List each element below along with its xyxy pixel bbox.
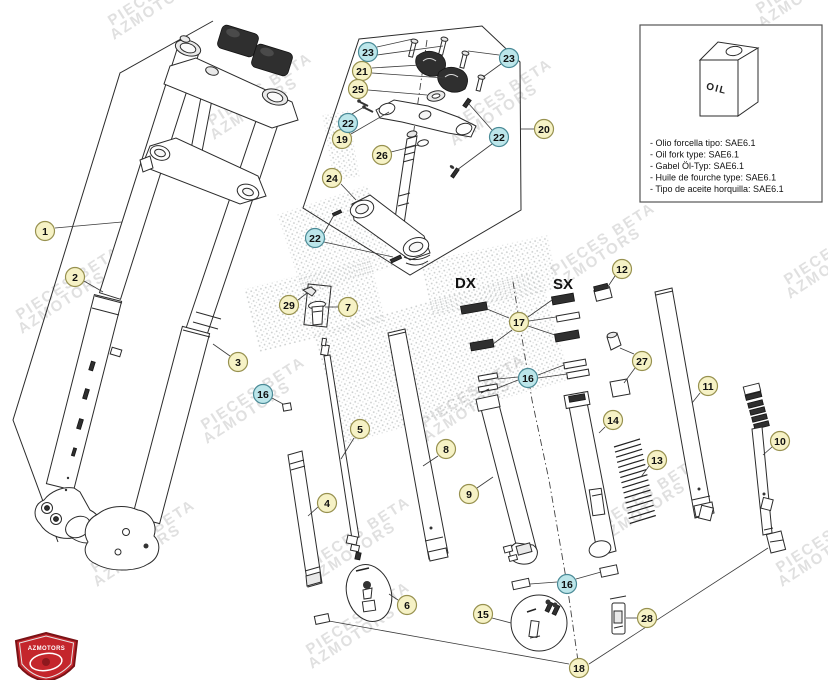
callout-15[interactable]: 15 xyxy=(472,603,494,625)
callout-number: 23 xyxy=(362,47,374,59)
callout-22[interactable]: 22 xyxy=(488,126,510,148)
callout-number: 26 xyxy=(376,150,388,162)
callout-number: 22 xyxy=(493,132,505,144)
callout-21[interactable]: 21 xyxy=(351,60,373,82)
callout-18[interactable]: 18 xyxy=(568,657,590,679)
callout-number: 16 xyxy=(561,579,573,591)
callout-22[interactable]: 22 xyxy=(304,227,326,249)
callout-number: 21 xyxy=(356,66,368,78)
callout-12[interactable]: 12 xyxy=(611,258,633,280)
leader-lines xyxy=(54,38,773,665)
callout-number: 3 xyxy=(235,357,241,369)
callout-10[interactable]: 10 xyxy=(769,430,791,452)
callout-number: 25 xyxy=(352,84,364,96)
callout-number: 16 xyxy=(522,373,534,385)
callout-24[interactable]: 24 xyxy=(321,167,343,189)
callout-27[interactable]: 27 xyxy=(631,350,653,372)
oil-spec-line: - Oil fork type: SAE6.1 xyxy=(650,150,739,160)
oil-spec-line: - Huile de fourche type: SAE6.1 xyxy=(650,173,776,183)
azmotors-logo[interactable]: AZMOTORS xyxy=(14,631,79,680)
callout-number: 15 xyxy=(477,609,489,621)
steering-inset xyxy=(302,25,522,276)
callout-number: 9 xyxy=(466,489,472,501)
callout-17[interactable]: 17 xyxy=(508,311,530,333)
callout-number: 16 xyxy=(257,389,269,401)
callout-number: 24 xyxy=(326,173,338,185)
callout-1[interactable]: 1 xyxy=(34,220,56,242)
oil-label: OIL xyxy=(705,81,728,97)
oil-spec-line: - Olio forcella tipo: SAE6.1 xyxy=(650,138,756,148)
callout-14[interactable]: 14 xyxy=(602,409,624,431)
oil-canister: OIL xyxy=(698,41,760,117)
logo-shield-inner-border xyxy=(18,635,75,679)
logo-shield xyxy=(14,631,79,680)
callout-13[interactable]: 13 xyxy=(646,449,668,471)
dx-sx-centerline xyxy=(512,281,580,669)
callout-23[interactable]: 23 xyxy=(498,47,520,69)
oil-spec-line: - Tipo de aceite horquilla: SAE6.1 xyxy=(650,184,784,194)
logo-text: AZMOTORS xyxy=(28,646,65,652)
callout-20[interactable]: 20 xyxy=(533,118,555,140)
callout-number: 5 xyxy=(357,424,363,436)
callout-9[interactable]: 9 xyxy=(458,483,480,505)
callout-26[interactable]: 26 xyxy=(371,144,393,166)
callout-16[interactable]: 16 xyxy=(517,367,539,389)
callout-number: 20 xyxy=(538,124,550,136)
callouts: 1234567891011121314151616161718192021222… xyxy=(34,41,791,679)
callout-number: 12 xyxy=(616,264,628,276)
callout-29[interactable]: 29 xyxy=(278,294,300,316)
callout-number: 8 xyxy=(443,444,449,456)
callout-number: 2 xyxy=(72,272,78,284)
callout-23[interactable]: 23 xyxy=(357,41,379,63)
callout-3[interactable]: 3 xyxy=(227,351,249,373)
logo-dot xyxy=(42,658,50,666)
callout-number: 7 xyxy=(345,302,351,314)
callout-number: 13 xyxy=(651,455,663,467)
callout-4[interactable]: 4 xyxy=(316,492,338,514)
callout-16[interactable]: 16 xyxy=(556,573,578,595)
callout-number: 19 xyxy=(336,134,348,146)
callout-6[interactable]: 6 xyxy=(396,594,418,616)
callout-number: 29 xyxy=(283,300,295,312)
callout-number: 14 xyxy=(607,415,619,427)
callout-number: 23 xyxy=(503,53,515,65)
callout-16[interactable]: 16 xyxy=(252,383,274,405)
callout-number: 22 xyxy=(342,118,354,130)
callout-7[interactable]: 7 xyxy=(337,296,359,318)
callout-8[interactable]: 8 xyxy=(435,438,457,460)
callout-number: 22 xyxy=(309,233,321,245)
callout-11[interactable]: 11 xyxy=(697,375,719,397)
callout-number: 1 xyxy=(42,226,48,238)
logo-swoosh xyxy=(29,652,63,672)
exploded-parts xyxy=(281,282,787,652)
oil-spec-line: - Gabel Öl-Typ: SAE6.1 xyxy=(650,161,744,171)
callout-number: 18 xyxy=(573,663,585,675)
callout-number: 4 xyxy=(324,498,330,510)
oil-info-box: OIL - Olio forcella tipo: SAE6.1 - Oil f… xyxy=(639,24,823,203)
callout-number: 11 xyxy=(702,381,713,393)
callout-5[interactable]: 5 xyxy=(349,418,371,440)
callout-number: 6 xyxy=(404,600,410,612)
callout-22[interactable]: 22 xyxy=(337,112,359,134)
label-dx: DX xyxy=(455,275,476,292)
label-sx: SX xyxy=(553,276,573,293)
callout-number: 17 xyxy=(513,317,525,329)
callout-number: 27 xyxy=(636,356,648,368)
callout-2[interactable]: 2 xyxy=(64,266,86,288)
assembled-fork xyxy=(12,20,299,571)
callout-25[interactable]: 25 xyxy=(347,78,369,100)
callout-number: 10 xyxy=(774,436,786,448)
callout-28[interactable]: 28 xyxy=(636,607,658,629)
callout-number: 28 xyxy=(641,613,653,625)
